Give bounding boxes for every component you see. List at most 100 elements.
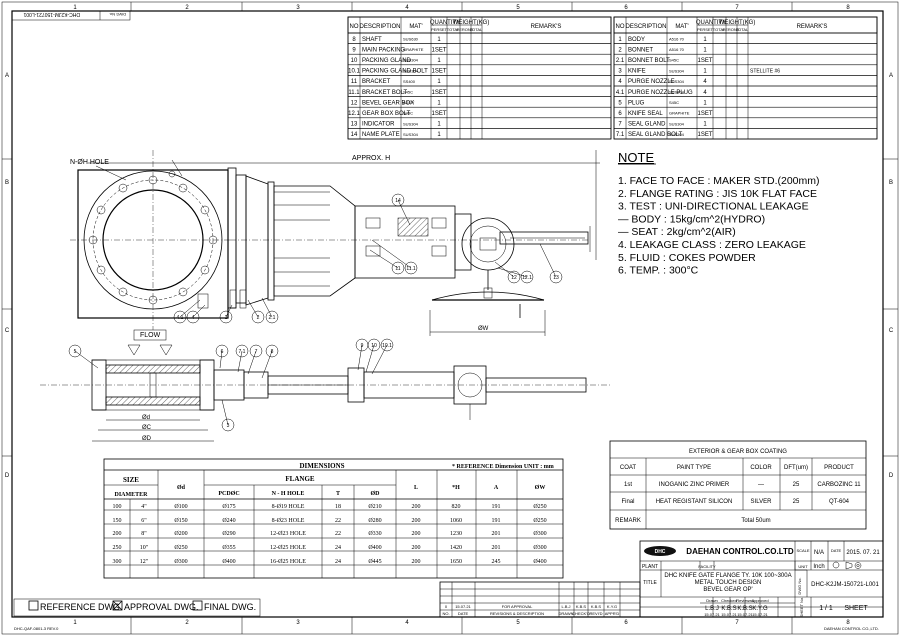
bolt-hole bbox=[118, 183, 128, 193]
note-line: 2. FLANGE RATING : JIS 10K FLAT FACE bbox=[618, 188, 817, 200]
sub-header: PERONE bbox=[457, 27, 474, 32]
balloon-label: 4.1 bbox=[177, 315, 184, 321]
column-label: 6 bbox=[624, 620, 628, 626]
part-quantity: 1SET bbox=[431, 47, 446, 53]
cell-L: 200 bbox=[412, 518, 421, 524]
header-A: A bbox=[494, 485, 499, 491]
sign-date: 15.07.21 bbox=[721, 612, 737, 617]
part-material: SUS304 bbox=[403, 58, 419, 63]
callout-balloon: 3 bbox=[221, 399, 235, 432]
rev-header-checked: CHECK'D bbox=[572, 611, 590, 616]
part-no: 10.1 bbox=[348, 69, 360, 75]
sign-header: Approved bbox=[751, 598, 768, 603]
coating-product: QT-604 bbox=[829, 499, 850, 505]
part-description: PACKING GLAND bbox=[362, 58, 412, 64]
dwg-no-strip: DHC-K2JM-150721-L001 DWG No. bbox=[11, 10, 131, 21]
cell-A: 191 bbox=[492, 518, 501, 524]
callout-balloon: 9 bbox=[355, 338, 369, 371]
balloon-label: 7 bbox=[255, 349, 258, 355]
part-no: 5 bbox=[618, 100, 622, 106]
cell-inch: 8" bbox=[141, 531, 147, 537]
part-quantity: 1 bbox=[703, 122, 707, 128]
cell-inch: 6" bbox=[141, 518, 147, 524]
column-label: 8 bbox=[846, 5, 850, 11]
part-no: 4 bbox=[618, 79, 622, 85]
note-line: — BODY : 15kg/cm^2(HYDRO) bbox=[618, 213, 765, 225]
final-checkbox[interactable] bbox=[192, 600, 203, 611]
part-material: GRAPHITE bbox=[669, 111, 690, 116]
cell-L: 200 bbox=[412, 504, 421, 510]
col-header-remarks: REMARK'S bbox=[797, 24, 828, 30]
balloon-label: 4 bbox=[192, 315, 195, 321]
cell-W: Ø300 bbox=[533, 545, 546, 551]
approval-checkbox[interactable] bbox=[112, 600, 123, 611]
balloon-label: 8 bbox=[271, 349, 274, 355]
part-description: PURGE NOZZLE bbox=[628, 79, 675, 85]
bolt-hole bbox=[96, 265, 106, 275]
balloon-label: 3 bbox=[227, 423, 230, 429]
part-quantity: 1SET bbox=[431, 69, 446, 75]
cell-W: Ø400 bbox=[533, 559, 546, 565]
note-line: 6. TEMP. : 300°C bbox=[618, 265, 699, 277]
rev-drawn: L.B.J bbox=[561, 604, 570, 609]
flange-outline bbox=[83, 170, 223, 310]
sub-header: PERSET bbox=[697, 27, 714, 32]
part-no: 7 bbox=[618, 122, 622, 128]
part-no: 13 bbox=[351, 122, 358, 128]
cell-dn: 250 bbox=[113, 545, 122, 551]
part-no: 7.1 bbox=[616, 132, 625, 138]
part-description: BEVEL GEAR BOX bbox=[362, 100, 414, 106]
cell-d: Ø250 bbox=[174, 545, 187, 551]
coating-color: SILVER bbox=[751, 499, 773, 505]
header-nh: N - H HOLE bbox=[272, 491, 305, 497]
column-label: 4 bbox=[405, 620, 409, 626]
header-t: T bbox=[336, 491, 340, 497]
bonnet-ribs bbox=[274, 191, 330, 287]
part-quantity: 1SET bbox=[431, 90, 446, 96]
approval-label: APPROVAL DWG. bbox=[124, 602, 199, 612]
part-no: 4.1 bbox=[616, 90, 625, 96]
coating-product: CARBOZINC 11 bbox=[817, 482, 861, 488]
part-description: PURGE NOZZLE PLUG bbox=[628, 90, 693, 96]
part-material: SS400 bbox=[403, 79, 416, 84]
cell-inch: 10" bbox=[140, 545, 149, 551]
part-material: S45C bbox=[403, 111, 413, 116]
reference-checkbox[interactable] bbox=[28, 600, 39, 611]
cell-t: 18 bbox=[335, 504, 341, 510]
dwg-no-top: DHC-K2JM-150721-L001 bbox=[23, 11, 80, 17]
balloon-label: 6 bbox=[221, 349, 224, 355]
bonnet-body bbox=[273, 185, 356, 297]
header-W: ØW bbox=[535, 485, 546, 491]
part-material: A516 70 bbox=[669, 37, 685, 42]
scale-label: SCALE bbox=[796, 548, 809, 553]
dwg-status: REFERENCE DWG. APPROVAL DWG. FINAL DWG. bbox=[13, 598, 261, 617]
part-quantity: 1 bbox=[437, 122, 441, 128]
balloon-label: 14 bbox=[395, 198, 401, 204]
callout-balloon: 7 bbox=[247, 344, 263, 375]
part-material: S45C bbox=[669, 100, 679, 105]
row-label: B bbox=[5, 180, 9, 186]
cell-t: 22 bbox=[335, 531, 341, 537]
dim-w: ØW bbox=[478, 326, 489, 332]
cell-inch: 12" bbox=[140, 559, 149, 565]
col-header-material: MAT' bbox=[675, 24, 688, 30]
note-line: 5. FLUID : COKES POWDER bbox=[618, 252, 756, 264]
row-label: A bbox=[5, 73, 9, 79]
balloon-label: 5 bbox=[74, 349, 77, 355]
dwg-no-label: DWG No. bbox=[109, 12, 126, 17]
row-label: C bbox=[889, 328, 894, 334]
cell-dn: 300 bbox=[113, 559, 122, 565]
rev-checked: K.B.S bbox=[576, 604, 587, 609]
